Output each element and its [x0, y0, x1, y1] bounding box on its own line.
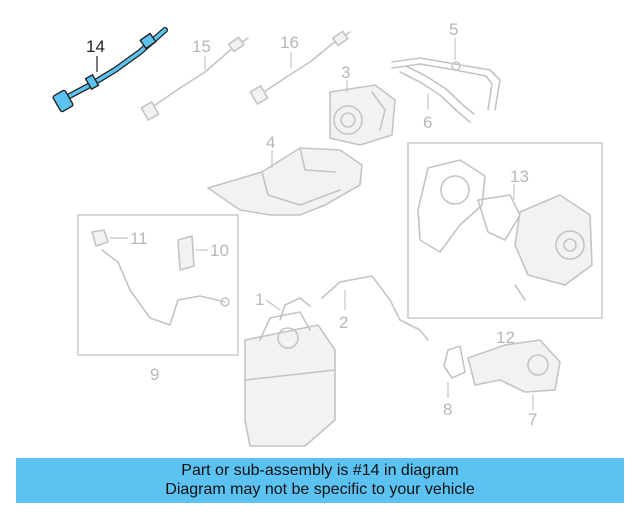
part-3-pump: [329, 84, 396, 146]
callout-11[interactable]: 11: [130, 229, 148, 248]
callout-14[interactable]: 14: [86, 37, 105, 56]
group-frame-9: [77, 214, 239, 356]
part-6-hose: [399, 65, 475, 123]
callout-15[interactable]: 15: [192, 37, 211, 56]
part-10-clip: [177, 235, 195, 271]
group-frame-12: [407, 142, 603, 319]
info-banner: Part or sub-assembly is #14 in diagram D…: [16, 458, 624, 503]
part-9-pipe: [101, 249, 230, 326]
callout-10[interactable]: 10: [210, 241, 229, 260]
part-14-sensor-cable[interactable]: [52, 27, 168, 113]
callout-8[interactable]: 8: [443, 400, 452, 419]
callout-2[interactable]: 2: [339, 313, 348, 332]
part-12-water-pump-assembly: [514, 194, 593, 301]
banner-line-2: Diagram may not be specific to your vehi…: [165, 481, 475, 498]
callout-12[interactable]: 12: [496, 328, 515, 347]
callout-1[interactable]: 1: [255, 290, 264, 309]
part-13-gasket: [417, 159, 521, 253]
banner-line-1: Part or sub-assembly is #14 in diagram: [181, 462, 459, 479]
callout-16[interactable]: 16: [280, 33, 299, 52]
part-4-cover: [207, 147, 363, 216]
callout-5[interactable]: 5: [449, 20, 458, 39]
canister: [244, 311, 336, 447]
callout-9[interactable]: 9: [150, 365, 159, 384]
callout-7[interactable]: 7: [528, 410, 537, 429]
callout-6[interactable]: 6: [423, 113, 432, 132]
parts-diagram: 14 15 16 3 5 6 4: [52, 20, 603, 447]
part-5-hose: [391, 57, 501, 111]
callout-3[interactable]: 3: [341, 63, 350, 82]
part-7-housing: [467, 339, 561, 393]
part-2-pipe: [321, 275, 429, 341]
part-8-gasket: [443, 345, 466, 379]
callout-13[interactable]: 13: [510, 167, 529, 186]
part-1-hose: [279, 297, 311, 321]
part-11-bracket: [91, 229, 109, 247]
part-16-sensor-cable: [249, 30, 351, 105]
callout-4[interactable]: 4: [266, 133, 275, 152]
part-15-sensor-cable: [140, 36, 249, 121]
